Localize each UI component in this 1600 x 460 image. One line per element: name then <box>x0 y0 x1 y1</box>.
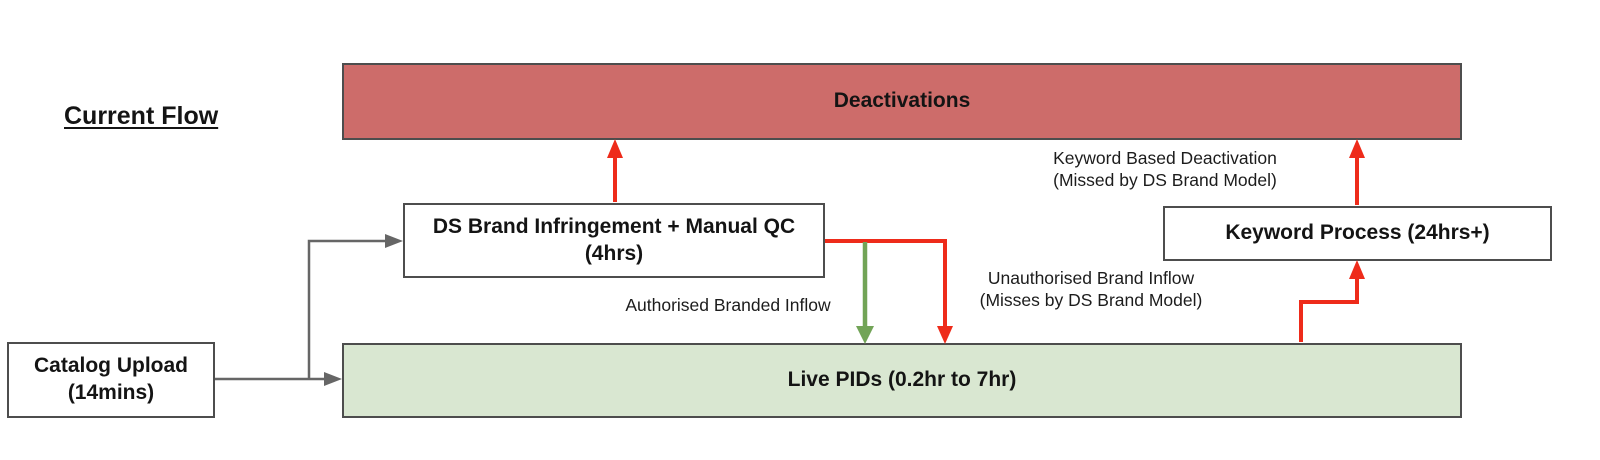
arrow-livepids-to-keyword-head <box>1349 260 1365 279</box>
catalog-upload-label-line2: (14mins) <box>67 381 155 404</box>
arrow-livepids-to-keyword-line <box>1299 278 1359 342</box>
arrow-catalog-to-livepids-head <box>324 372 342 386</box>
arrow-catalog-to-dsbrand-head <box>385 234 403 248</box>
keyword-process-box: Keyword Process (24hrs+) <box>1163 206 1552 261</box>
keyword-deactivation-note-line1: Keyword Based Deactivation <box>1053 148 1277 168</box>
ds-brand-label-line2: (4hrs) <box>584 241 644 265</box>
deactivations-label: Deactivations <box>833 89 971 113</box>
arrow-keyword-to-deactivations-head <box>1349 139 1365 158</box>
live-pids-label: Live PIDs (0.2hr to 7hr) <box>787 368 1017 392</box>
catalog-upload-box: Catalog Upload (14mins) <box>7 342 215 418</box>
unauthorised-inflow-note: Unauthorised Brand Inflow (Misses by DS … <box>941 267 1241 311</box>
ds-brand-infringement-box: DS Brand Infringement + Manual QC (4hrs) <box>403 203 825 278</box>
ds-brand-label-line1: DS Brand Infringement + Manual QC <box>432 214 796 238</box>
arrow-unauthorised-inflow-head <box>937 326 953 344</box>
deactivations-box: Deactivations <box>342 63 1462 140</box>
catalog-upload-label-line1: Catalog Upload <box>33 354 188 378</box>
authorised-inflow-note: Authorised Branded Inflow <box>578 294 878 316</box>
unauthorised-inflow-note-line2: (Misses by DS Brand Model) <box>979 290 1203 310</box>
keyword-deactivation-note: Keyword Based Deactivation (Missed by DS… <box>1015 147 1315 191</box>
arrow-authorised-inflow-head <box>856 326 874 344</box>
arrow-dsbrand-to-deactivations-head <box>607 139 623 158</box>
live-pids-box: Live PIDs (0.2hr to 7hr) <box>342 343 1462 418</box>
unauthorised-inflow-note-line1: Unauthorised Brand Inflow <box>987 268 1195 288</box>
keyword-deactivation-note-line2: (Missed by DS Brand Model) <box>1053 170 1277 190</box>
diagram-title: Current Flow <box>64 102 219 130</box>
authorised-inflow-note-text: Authorised Branded Inflow <box>625 295 831 315</box>
keyword-process-label: Keyword Process (24hrs+) <box>1225 221 1490 245</box>
